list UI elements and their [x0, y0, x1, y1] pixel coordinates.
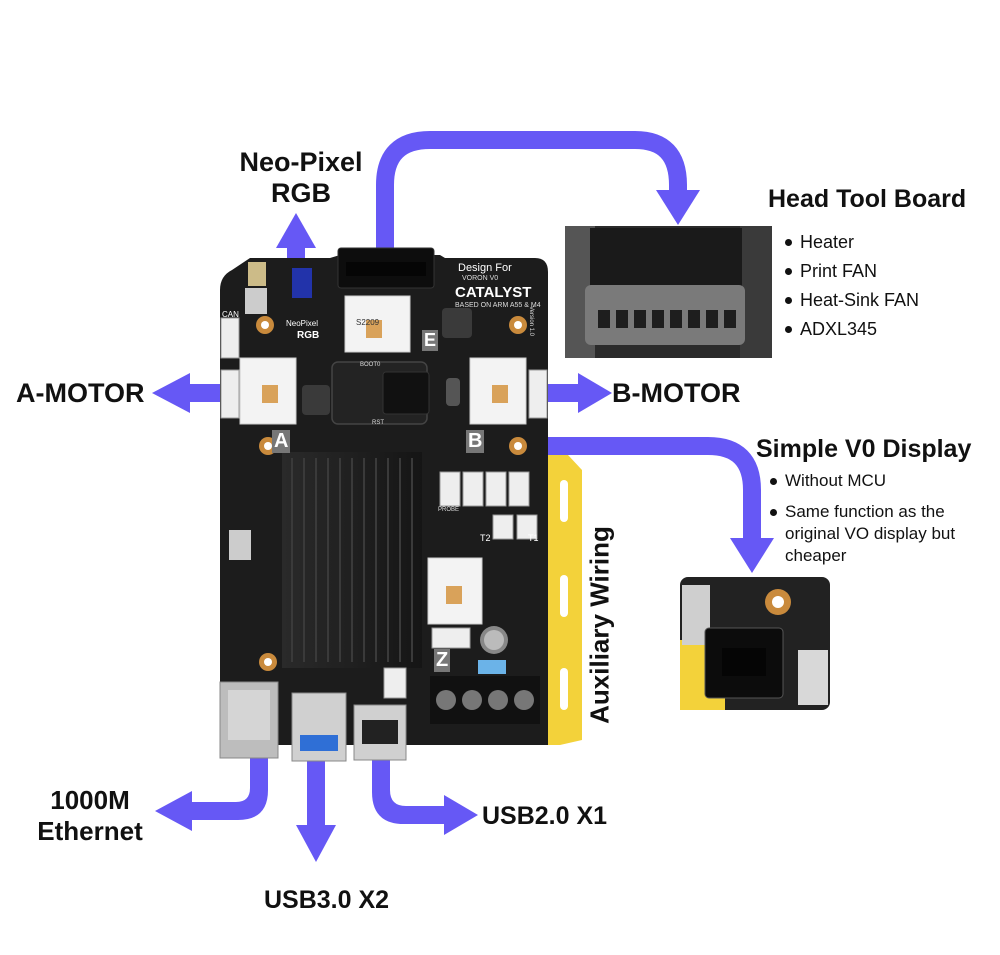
list-item: Heater — [785, 228, 919, 257]
silk-neopixel: NeoPixel — [286, 319, 319, 328]
arrow-head-tool-tip — [656, 190, 700, 225]
arrows — [152, 213, 612, 862]
arrow-b-motor — [545, 373, 612, 413]
arrow-display-tip — [730, 538, 774, 573]
silk-slot-b: B — [466, 430, 485, 453]
label-ethernet-line2: Ethernet — [37, 816, 143, 846]
label-usb3: USB3.0 X2 — [264, 886, 390, 914]
arrow-ethernet — [155, 758, 268, 831]
head-tool-board-title: Head Tool Board — [768, 185, 967, 213]
list-item: ADXL345 — [785, 315, 919, 344]
silk-t1: T1 — [528, 533, 539, 543]
display-list: Without MCU Same function as the origina… — [770, 470, 985, 567]
silk-boot: BOOT0 — [360, 362, 381, 368]
label-ethernet: 1000M Ethernet — [28, 785, 152, 847]
arrow-a-motor — [152, 373, 225, 413]
silk-can: CAN — [222, 310, 239, 319]
display-title: Simple V0 Display — [756, 435, 972, 463]
silk-voron: VORON V0 — [462, 275, 499, 282]
silk-probe: PROBE — [438, 507, 460, 513]
main-board — [219, 247, 548, 762]
display-photo — [680, 577, 830, 710]
label-usb2: USB2.0 X1 — [482, 802, 608, 830]
silk-version: Version 1.0 — [528, 305, 535, 337]
silk-slot-e: E — [422, 330, 439, 351]
label-neopixel: Neo-Pixel RGB — [236, 147, 366, 209]
silk-slot-a: A — [272, 430, 291, 453]
list-item: Without MCU — [770, 470, 985, 492]
silk-driver-e: S2209 — [356, 318, 380, 327]
list-item: Same function as the original VO display… — [770, 501, 985, 567]
silk-based-on: BASED ON ARM A55 & M4 — [455, 302, 541, 309]
head-tool-board-list: Heater Print FAN Heat-Sink FAN ADXL345 — [785, 228, 919, 344]
label-a-motor: A-MOTOR — [16, 378, 145, 408]
label-ethernet-line1: 1000M — [50, 785, 130, 815]
silk-rst: RST — [372, 420, 384, 426]
label-auxiliary-wiring: Auxiliary Wiring — [584, 526, 615, 724]
silk-design-for: Design For — [458, 262, 512, 274]
label-neopixel-line2: RGB — [271, 178, 331, 208]
silk-rgb: RGB — [297, 330, 320, 341]
list-item: Print FAN — [785, 257, 919, 286]
silk-slot-z: Z — [434, 649, 451, 672]
list-item: Heat-Sink FAN — [785, 286, 919, 315]
auxiliary-frame — [545, 455, 582, 745]
silk-t2: T2 — [480, 533, 491, 543]
arrow-display — [540, 437, 761, 545]
arrow-usb3 — [296, 758, 336, 862]
label-b-motor: B-MOTOR — [612, 378, 741, 408]
silk-catalyst: CATALYST — [455, 284, 532, 301]
arrow-usb2 — [372, 758, 478, 835]
head-tool-board-photo — [565, 226, 772, 358]
label-neopixel-line1: Neo-Pixel — [239, 147, 363, 177]
arrow-head-tool — [376, 131, 687, 255]
